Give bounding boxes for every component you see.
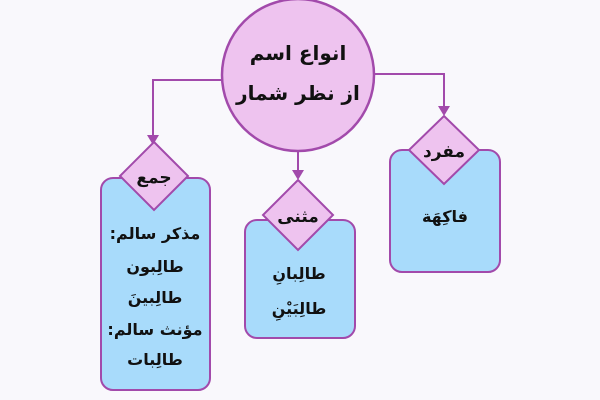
plural-line-4: مؤنث سالم:: [107, 320, 202, 339]
connector-root-to-singular: [374, 73, 445, 108]
plural-title: جمع: [136, 168, 171, 188]
dual-title: مثنی: [277, 207, 319, 227]
dual-diamond: [261, 178, 335, 252]
root-circle: [220, 0, 376, 153]
plural-line-5: طالِبات: [127, 350, 183, 369]
plural-diamond: [118, 140, 190, 212]
plural-line-3: طالِبینَ: [128, 288, 183, 307]
plural-line-2: طالِبون: [126, 257, 183, 276]
root-line-1: انواع اسم: [250, 41, 347, 65]
root-node: انواع اسم از نظر شمار: [220, 0, 376, 153]
category-plural: جمع مذکر سالم: طالِبون طالِبینَ مؤنث سال…: [100, 140, 211, 391]
plural-line-1: مذکر سالم:: [110, 224, 201, 243]
singular-line-1: فاکِهَة: [422, 207, 468, 226]
arrowhead-dual: [292, 170, 304, 180]
root-line-2: از نظر شمار: [235, 81, 360, 105]
arrowhead-singular: [438, 106, 450, 116]
dual-line-1: طالِبانِ: [272, 264, 325, 286]
singular-diamond: [407, 114, 481, 186]
category-dual: مثنی طالِبانِ طالِبَیْنِ: [244, 178, 356, 339]
dual-line-2: طالِبَیْنِ: [272, 299, 327, 322]
arrowhead-plural: [147, 135, 159, 145]
category-singular: مفرد فاکِهَة: [389, 114, 501, 273]
singular-title: مفرد: [423, 142, 465, 162]
connector-root-to-plural: [152, 79, 222, 137]
